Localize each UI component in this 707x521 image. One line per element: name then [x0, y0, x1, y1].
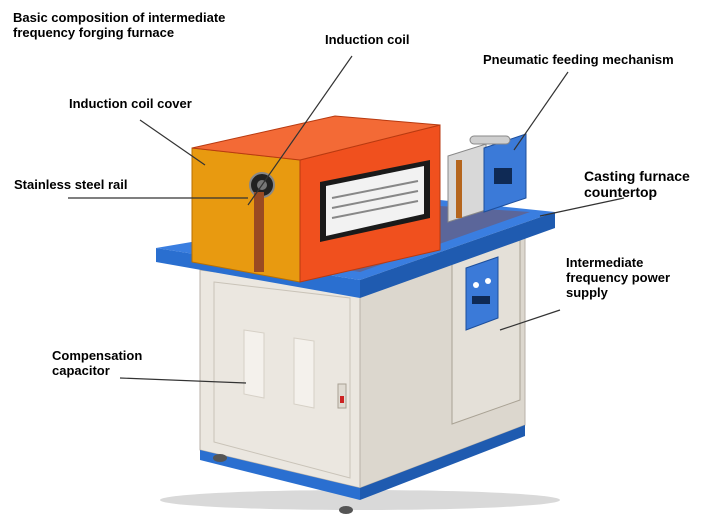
- leader-coil-cover: [139, 119, 206, 166]
- leader-lines: [68, 55, 625, 384]
- leader-countertop: [539, 197, 625, 217]
- leader-power-supply: [499, 309, 561, 331]
- furnace-housing: [191, 115, 441, 283]
- power-supply-unit: [451, 239, 521, 425]
- leader-capacitor: [119, 377, 247, 384]
- label-compensation-capacitor: Compensation capacitor: [52, 348, 143, 378]
- feeding-mechanism: [447, 133, 527, 223]
- leader-feeding: [513, 71, 569, 151]
- label-induction-coil: Induction coil: [325, 32, 410, 47]
- label-induction-coil-cover: Induction coil cover: [69, 96, 192, 111]
- label-if-power-supply: Intermediate frequency power supply: [566, 255, 671, 300]
- diagram-title: Basic composition of intermediate freque…: [13, 10, 226, 40]
- leader-induction-coil: [247, 55, 353, 206]
- label-casting-countertop: Casting furnace countertop: [584, 168, 690, 200]
- machine-illustration: [156, 115, 560, 514]
- label-stainless-steel-rail: Stainless steel rail: [14, 177, 128, 192]
- label-pneumatic-feeding: Pneumatic feeding mechanism: [483, 52, 674, 67]
